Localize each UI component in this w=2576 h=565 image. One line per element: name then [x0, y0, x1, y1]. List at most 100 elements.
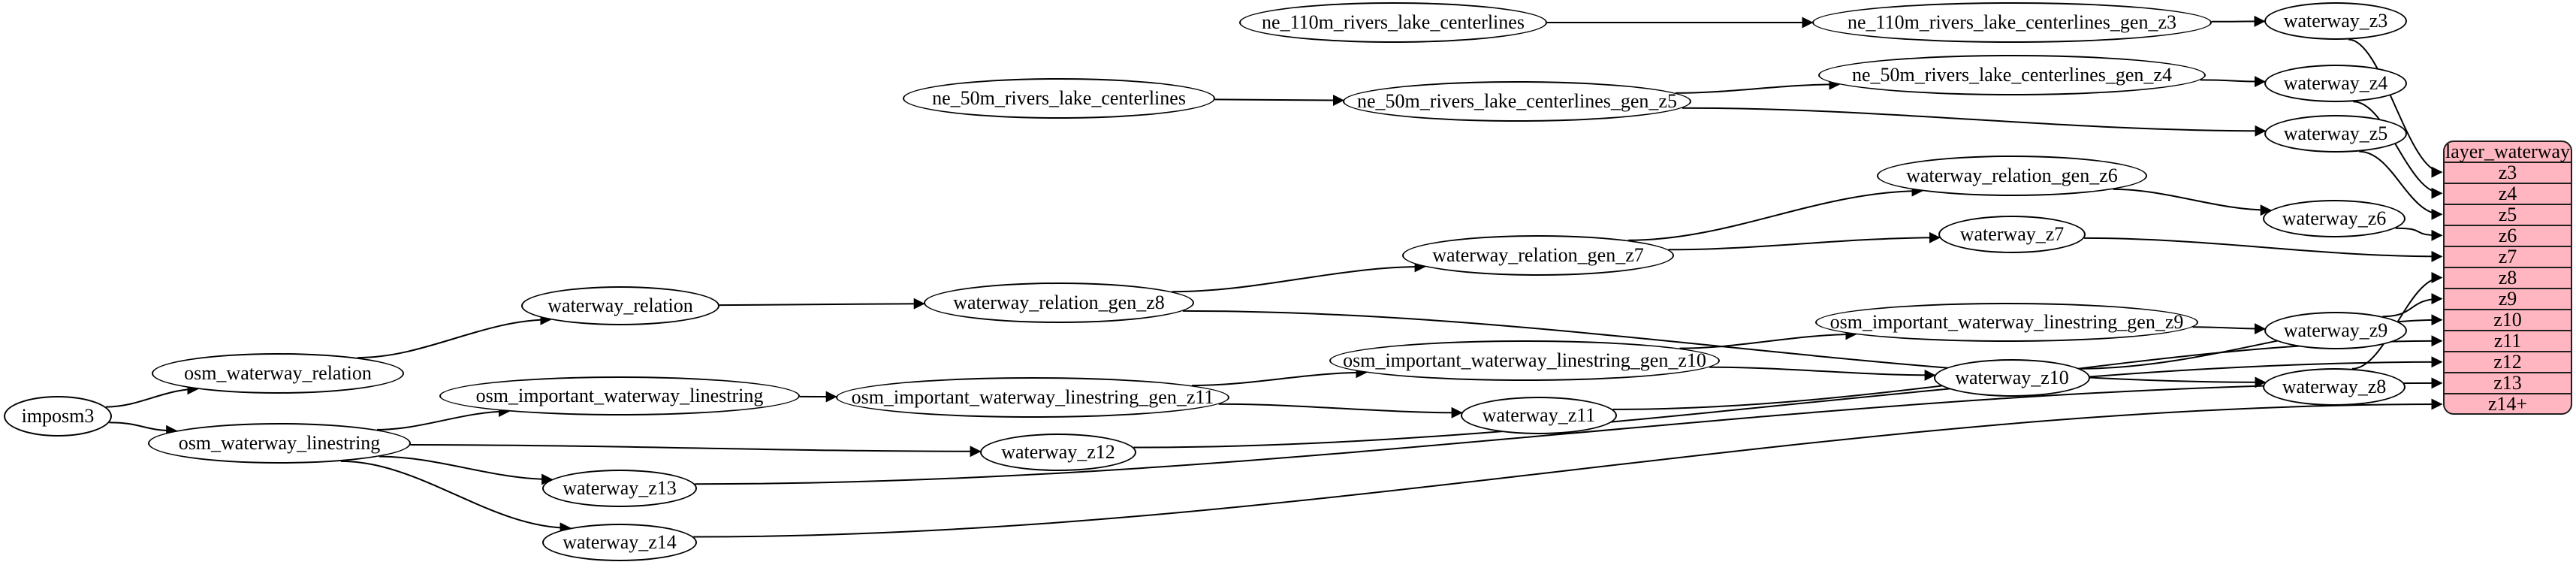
layer-table-title: layer_waterway: [2445, 140, 2571, 162]
node-osm-important-waterway-linestring-gen-z10: osm_important_waterway_linestring_gen_z1…: [1329, 340, 1720, 381]
node-label: waterway_z9: [2283, 319, 2388, 341]
node-label: waterway_relation_gen_z6: [1906, 165, 2118, 186]
node-label: osm_important_waterway_linestring_gen_z1…: [851, 386, 1214, 408]
layer-row-z4: z4: [2445, 183, 2571, 204]
node-ne-50m-rivers-lake-centerlines-gen-z5: ne_50m_rivers_lake_centerlines_gen_z5: [1343, 81, 1691, 122]
node-label: waterway_relation_gen_z8: [953, 292, 1165, 313]
node-waterway-z12: waterway_z12: [980, 434, 1136, 471]
edge-osm_waterway_linestring-to-osm_important_waterway_linestring: [376, 406, 510, 431]
node-ne-50m-rivers-lake-centerlines-gen-z4: ne_50m_rivers_lake_centerlines_gen_z4: [1818, 55, 2206, 95]
node-waterway-relation-gen-z8: waterway_relation_gen_z8: [924, 282, 1194, 323]
edge-waterway_z5-to-layer_waterway-z5: [2359, 150, 2443, 220]
edge-waterway_relation_gen_z8-to-waterway_relation_gen_z7: [1172, 261, 1426, 293]
node-label: ne_110m_rivers_lake_centerlines_gen_z3: [1848, 11, 2176, 33]
layer-row-z8: z8: [2445, 267, 2571, 288]
node-waterway-z14: waterway_z14: [542, 524, 697, 561]
edge-waterway_relation_gen_z7-to-waterway_z7: [1668, 231, 1941, 251]
node-waterway-z10: waterway_z10: [1934, 359, 2090, 397]
node-ne-110m-rivers-lake-centerlines: ne_110m_rivers_lake_centerlines: [1239, 2, 1547, 43]
node-waterway-z5: waterway_z5: [2264, 115, 2407, 153]
node-label: imposm3: [21, 405, 95, 427]
layer-row-z9: z9: [2445, 288, 2571, 309]
node-label: waterway_z14: [563, 531, 677, 553]
node-osm-important-waterway-linestring-gen-z11: osm_important_waterway_linestring_gen_z1…: [836, 377, 1229, 418]
node-label: waterway_z12: [1001, 441, 1115, 463]
edge-waterway_z4-to-layer_waterway-z4: [2353, 101, 2443, 199]
node-waterway-z9: waterway_z9: [2264, 312, 2407, 349]
node-label: waterway_z13: [563, 477, 677, 499]
layer-row-z13: z13: [2445, 372, 2571, 393]
node-waterway-z3: waterway_z3: [2264, 2, 2407, 40]
edge-ne_50m_rivers_lake_centerlines_gen_z5-to-waterway_z5: [1682, 107, 2267, 137]
layer-waterway-table: layer_waterway z3 z4 z5 z6 z7 z8 z9 z10 …: [2443, 140, 2572, 415]
node-waterway-z4: waterway_z4: [2264, 65, 2407, 102]
layer-row-z11: z11: [2445, 330, 2571, 351]
edge-imposm3-to-osm_waterway_relation: [105, 383, 199, 408]
edge-waterway_z6-to-layer_waterway-z6: [2395, 227, 2443, 241]
edge-ne_50m_rivers_lake_centerlines_gen_z5-to-ne_50m_rivers_lake_centerlines_gen_z4: [1676, 78, 1841, 94]
node-label: ne_50m_rivers_lake_centerlines_gen_z4: [1852, 64, 2172, 86]
layer-row-z7: z7: [2445, 246, 2571, 267]
edge-waterway_relation-to-waterway_relation_gen_z8: [719, 298, 925, 310]
layer-row-z3: z3: [2445, 162, 2571, 183]
edge-osm_important_waterway_linestring_gen_z9-to-waterway_z9: [2192, 323, 2266, 335]
node-label: waterway_z3: [2283, 10, 2388, 32]
edge-osm_important_waterway_linestring_gen_z10-to-osm_important_waterway_linestring_gen_z9: [1679, 328, 1857, 349]
node-waterway-z11: waterway_z11: [1461, 397, 1617, 434]
edge-osm_waterway_linestring-to-waterway_z13: [379, 455, 554, 485]
node-label: waterway_z5: [2283, 122, 2388, 144]
edge-waterway_relation_gen_z7-to-waterway_relation_gen_z6: [1628, 185, 1923, 241]
edge-osm_waterway_linestring-to-waterway_z12: [410, 444, 982, 458]
edge-imposm3-to-osm_waterway_linestring: [109, 421, 178, 437]
node-label: waterway_z10: [1955, 367, 2069, 388]
node-waterway-z6: waterway_z6: [2263, 200, 2406, 237]
node-label: osm_important_waterway_linestring_gen_z1…: [1343, 349, 1706, 371]
node-ne-110m-rivers-lake-centerlines-gen-z3: ne_110m_rivers_lake_centerlines_gen_z3: [1812, 2, 2212, 43]
edge-osm_important_waterway_linestring_gen_z11-to-osm_important_waterway_linestring_gen_z10: [1191, 367, 1368, 387]
edge-ne_50m_rivers_lake_centerlines-to-ne_50m_rivers_lake_centerlines_gen_z5: [1214, 94, 1344, 106]
edge-waterway_relation_gen_z6-to-waterway_z6: [2113, 188, 2272, 216]
node-waterway-z8: waterway_z8: [2263, 368, 2406, 406]
node-waterway-z7: waterway_z7: [1938, 216, 2086, 253]
edge-osm_important_waterway_linestring_gen_z11-to-waterway_z11: [1218, 403, 1463, 418]
node-label: waterway_relation: [547, 295, 693, 316]
node-imposm3: imposm3: [4, 396, 112, 437]
layer-row-z12: z12: [2445, 351, 2571, 372]
node-osm-important-waterway-linestring: osm_important_waterway_linestring: [439, 376, 800, 415]
node-waterway-relation: waterway_relation: [521, 286, 719, 325]
node-osm-important-waterway-linestring-gen-z9: osm_important_waterway_linestring_gen_z9: [1815, 303, 2198, 342]
edge-waterway_z13-to-layer_waterway-z13: [695, 377, 2443, 485]
layer-row-z5: z5: [2445, 204, 2571, 225]
edge-osm_important_waterway_linestring_gen_z10-to-waterway_z10: [1709, 366, 1936, 381]
node-label: osm_waterway_relation: [184, 362, 372, 384]
node-label: osm_important_waterway_linestring_gen_z9: [1829, 311, 2184, 333]
node-label: waterway_z6: [2282, 207, 2387, 229]
node-label: waterway_z11: [1482, 404, 1596, 426]
node-osm-waterway-linestring: osm_waterway_linestring: [148, 423, 411, 464]
edge-ne_50m_rivers_lake_centerlines_gen_z4-to-waterway_z4: [2200, 76, 2266, 88]
edge-osm_waterway_linestring-to-waterway_z14: [340, 460, 572, 534]
node-ne-50m-rivers-lake-centerlines: ne_50m_rivers_lake_centerlines: [903, 78, 1215, 119]
edge-waterway_z12-to-layer_waterway-z12: [1133, 356, 2443, 449]
edge-waterway_z14-to-layer_waterway-z14+: [693, 398, 2443, 538]
node-label: waterway_z4: [2283, 72, 2388, 94]
edge-waterway_z9-to-layer_waterway-z9: [2382, 293, 2443, 318]
layer-row-z10: z10: [2445, 309, 2571, 330]
edge-waterway_z3-to-layer_waterway-z3: [2348, 38, 2443, 178]
edge-waterway_z7-to-layer_waterway-z7: [2084, 237, 2443, 262]
node-osm-waterway-relation: osm_waterway_relation: [152, 353, 404, 394]
node-label: waterway_z8: [2282, 376, 2387, 397]
node-label: ne_110m_rivers_lake_centerlines: [1262, 11, 1525, 33]
edge-osm_waterway_relation-to-waterway_relation: [357, 313, 552, 359]
node-label: ne_50m_rivers_lake_centerlines_gen_z5: [1357, 90, 1677, 112]
node-label: waterway_z7: [1959, 223, 2065, 245]
node-label: osm_important_waterway_linestring: [475, 385, 764, 406]
node-label: waterway_relation_gen_z7: [1432, 244, 1644, 266]
node-label: ne_50m_rivers_lake_centerlines: [932, 87, 1186, 109]
node-waterway-relation-gen-z7: waterway_relation_gen_z7: [1402, 235, 1674, 276]
node-label: osm_waterway_linestring: [178, 432, 381, 454]
layer-row-z14plus: z14+: [2445, 393, 2571, 413]
layer-row-z6: z6: [2445, 225, 2571, 246]
